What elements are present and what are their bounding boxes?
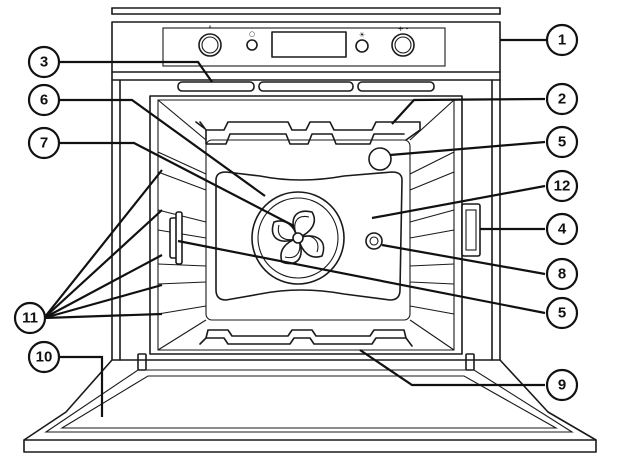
callout-11-number: 11 <box>22 310 38 327</box>
turnspit-socket <box>365 232 383 250</box>
callout-9: 9 <box>545 368 579 402</box>
callout-12-number: 12 <box>554 178 571 195</box>
light-button <box>355 39 369 53</box>
left-control-knob <box>198 33 222 57</box>
callout-5-upper: 5 <box>545 125 579 159</box>
bottom-heating-element <box>199 329 413 347</box>
right-control-knob <box>391 33 415 57</box>
callout-10-number: 10 <box>36 349 53 366</box>
callout-7: 7 <box>27 126 61 160</box>
callout-2: 2 <box>545 82 579 116</box>
small-button-symbol: ○ <box>249 30 255 38</box>
door-hinges <box>137 353 475 371</box>
oven-light-bulb <box>368 147 392 171</box>
callout-3: 3 <box>27 45 61 79</box>
right-hinge <box>465 353 475 371</box>
callout-5-upper-number: 5 <box>558 134 566 151</box>
callout-6: 6 <box>27 83 61 117</box>
callout-5-lower-number: 5 <box>558 305 566 322</box>
callout-9-number: 9 <box>558 377 566 394</box>
right-side-rails <box>409 151 455 315</box>
oven-top-edge <box>111 7 501 15</box>
oven-cavity <box>149 95 463 355</box>
fan-cover-plate <box>215 171 403 301</box>
light-button-symbol: ☀ <box>359 31 365 39</box>
right-rating-slot <box>461 203 481 257</box>
callout-12: 12 <box>545 169 579 203</box>
oven-door <box>23 359 597 453</box>
left-knob-symbol: ° <box>208 25 212 33</box>
control-panel: ° ○ ☀ + - <box>111 21 501 73</box>
oven-back-wall <box>205 139 411 321</box>
callout-5-lower: 5 <box>545 296 579 330</box>
callout-8-number: 8 <box>558 266 566 283</box>
callout-11: 11 <box>13 301 47 335</box>
right-knob-symbol: + - <box>398 25 409 33</box>
callout-10: 10 <box>27 340 61 374</box>
callout-1: 1 <box>545 23 579 57</box>
small-button <box>246 39 258 51</box>
callout-4: 4 <box>545 212 579 246</box>
oven-cabinet <box>111 71 501 361</box>
callout-4-number: 4 <box>558 221 567 238</box>
callout-2-number: 2 <box>558 91 566 108</box>
callout-1-number: 1 <box>558 32 566 49</box>
left-hinge <box>137 353 147 371</box>
callout-3-number: 3 <box>40 54 48 71</box>
top-heating-element <box>195 121 421 145</box>
control-display <box>271 31 347 58</box>
callout-6-number: 6 <box>40 92 48 109</box>
callout-8: 8 <box>545 257 579 291</box>
callout-7-number: 7 <box>40 135 48 152</box>
leader-lines <box>43 38 546 417</box>
cooling-fan-vents <box>177 81 435 92</box>
